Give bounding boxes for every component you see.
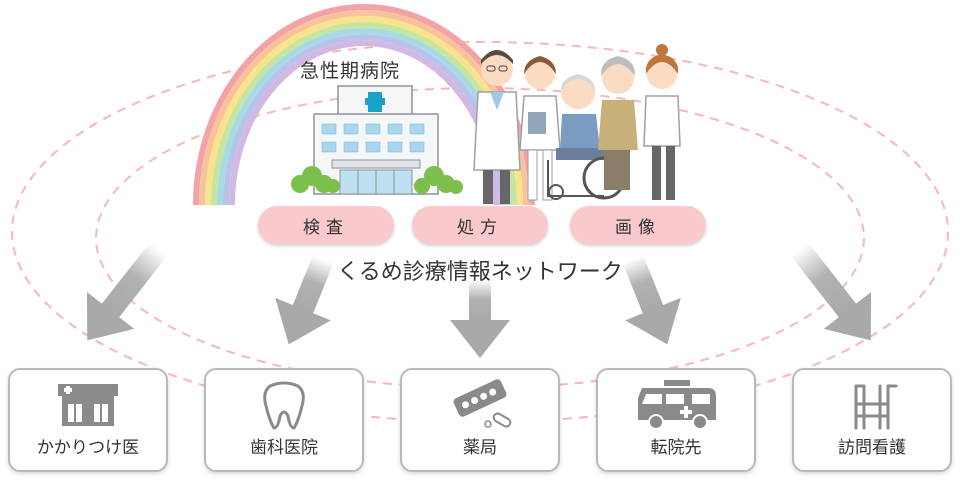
hospital-building-illustration — [291, 85, 463, 195]
hospital-label: 急性期病院 — [300, 60, 401, 82]
service-pill-exam: 検査 — [258, 206, 394, 244]
arrows — [86, 242, 872, 358]
facility-label: かかりつけ医 — [36, 438, 140, 458]
facility-card-pharmacy: 薬局 — [400, 368, 560, 472]
arrow-to-clinic — [86, 242, 168, 341]
service-pill-imaging: 画像 — [570, 206, 706, 244]
arrow-to-pharmacy — [450, 280, 510, 358]
network-title: くるめ診療情報ネットワーク — [337, 260, 623, 285]
ambulance-icon — [638, 380, 716, 430]
facility-label: 訪問看護 — [838, 438, 906, 458]
facility-card-clinic: かかりつけ医 — [8, 368, 168, 472]
facility-card-dental: 歯科医院 — [204, 368, 364, 472]
medical-staff-and-patients-illustration — [473, 44, 681, 204]
facility-label: 転院先 — [650, 438, 702, 458]
service-pill-prescription: 処方 — [412, 206, 548, 244]
facility-label: 歯科医院 — [250, 438, 318, 458]
arrow-to-transfer — [622, 254, 681, 345]
walker-icon — [854, 384, 898, 430]
facility-card-transfer: 転院先 — [596, 368, 756, 472]
pills-icon — [453, 379, 512, 428]
arrow-to-home-nursing — [790, 242, 872, 341]
facility-label: 薬局 — [463, 438, 497, 458]
rainbow — [193, 4, 535, 206]
tooth-icon — [263, 381, 305, 430]
arrow-to-dental — [275, 254, 334, 345]
clinic-icon — [58, 384, 118, 426]
facility-card-home-nursing: 訪問看護 — [792, 368, 952, 472]
